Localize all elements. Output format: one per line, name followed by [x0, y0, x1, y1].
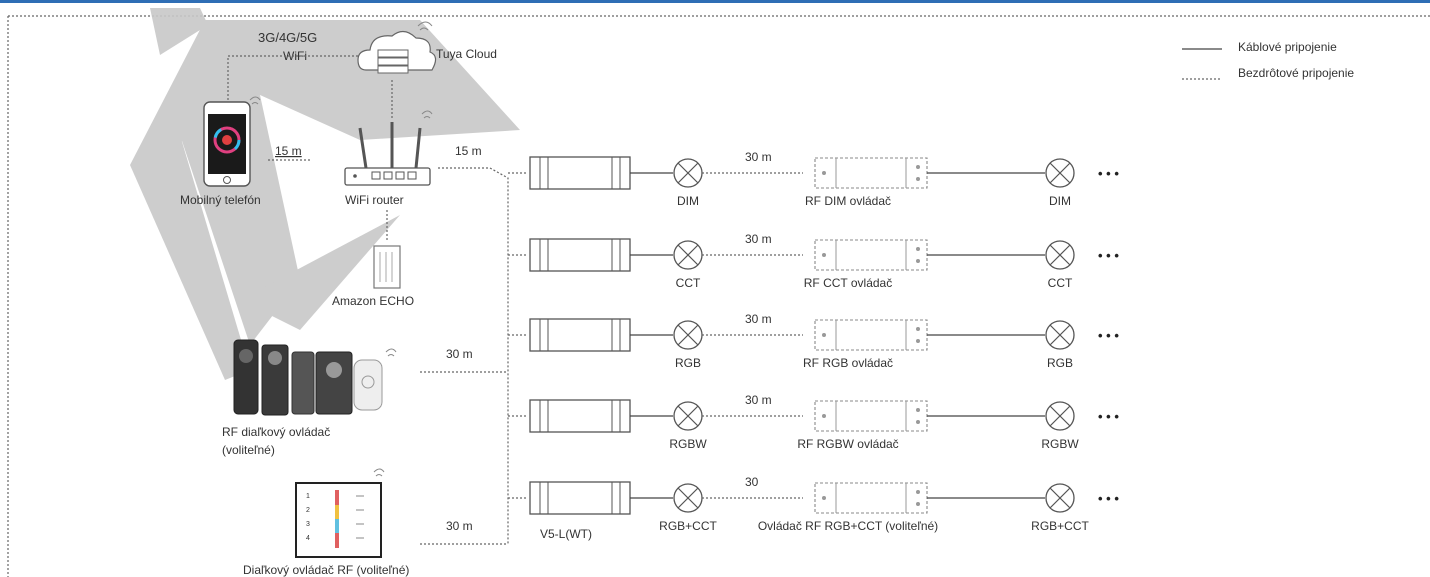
row-1-ellipsis: • • •	[1098, 166, 1119, 181]
row-5-lamp1-icon-x2	[677, 487, 699, 509]
row-4-lamp1-label: RGBW	[669, 437, 707, 451]
row-3-ellipsis: • • •	[1098, 328, 1119, 343]
phone-cloud-link	[227, 55, 362, 100]
row-3-lamp2-label: RGB	[1047, 356, 1073, 370]
wall-key-3: 3	[306, 521, 310, 528]
row-2-controller-box	[814, 239, 928, 271]
rf-remote-label-2: (voliteľné)	[222, 443, 275, 457]
row-4-controller-dot-left	[822, 414, 826, 418]
row-5-controller-label: Ovládač RF RGB+CCT (voliteľné)	[758, 519, 938, 533]
row-3-controller-dot-left	[822, 333, 826, 337]
row-3-receiver-box	[529, 318, 631, 352]
wall-key-2: 2	[306, 507, 310, 514]
echo-label: Amazon ECHO	[332, 294, 414, 308]
row-5-lamp2-label: RGB+CCT	[1031, 519, 1089, 533]
row-1-controller-dot-r1	[916, 165, 920, 169]
row-2-controller-label: RF CCT ovládač	[804, 276, 892, 290]
router-icon	[344, 110, 433, 186]
row-2-controller-dot-left	[822, 253, 826, 257]
echo-icon	[373, 245, 401, 289]
row-3-controller-label: RF RGB ovládač	[803, 356, 893, 370]
row-1-controller-label: RF DIM ovládač	[805, 194, 891, 208]
top-accent-bar	[0, 0, 1430, 3]
row-4-controller-label: RF RGBW ovládač	[797, 437, 898, 451]
row-1-lamp1-label: DIM	[677, 194, 699, 208]
row-4-ellipsis: • • •	[1098, 409, 1119, 424]
row-3-distance-label: 30 m	[745, 312, 772, 326]
row-2-ellipsis: • • •	[1098, 248, 1119, 263]
row-4-lamp1-icon-x2	[677, 405, 699, 427]
wall-key-4: 4	[306, 535, 310, 542]
row-1-lamp1-icon-x2	[677, 162, 699, 184]
row-2-lamp1-icon-x2	[677, 244, 699, 266]
rf-remote-distance: 30 m	[446, 347, 473, 361]
row-3-controller-box	[814, 319, 928, 351]
phone-router-distance: 15 m	[275, 144, 302, 158]
row-5-controller-dot-r1	[916, 490, 920, 494]
row-5-ellipsis: • • •	[1098, 491, 1119, 506]
rf-remote-label-1: RF diaľkový ovládač	[222, 425, 330, 439]
row-1-controller-box	[814, 157, 928, 189]
row-5-lamp2-icon-x2	[1049, 487, 1071, 509]
row-3-controller-dot-r1	[916, 327, 920, 331]
legend-wired-label: Káblové pripojenie	[1238, 40, 1337, 54]
row-3-lamp2-icon-x2	[1049, 324, 1071, 346]
row-4-receiver-box	[529, 399, 631, 433]
row-3-lamp1-icon-x2	[677, 324, 699, 346]
row-2-lamp1-label: CCT	[676, 276, 701, 290]
wall-remote-label: Diaľkový ovládač RF (voliteľné)	[243, 563, 409, 577]
row-3-controller-dot-r2	[916, 339, 920, 343]
row-2-receiver-box	[529, 238, 631, 272]
row-4-lamp2-icon-x2	[1049, 405, 1071, 427]
row-4-controller-box	[814, 400, 928, 432]
rf-remotes-icon	[233, 339, 397, 416]
row-2-controller-dot-r2	[916, 259, 920, 263]
row-5-controller-dot-left	[822, 496, 826, 500]
row-1-controller-dot-left	[822, 171, 826, 175]
row-2-lamp2-label: CCT	[1048, 276, 1073, 290]
bus-line	[489, 167, 509, 544]
device-rows: DIM 30 m RF DIM ovládač DIM • • • CCT 30 m RF C…	[508, 150, 1119, 533]
network-label: 3G/4G/5G	[258, 30, 317, 45]
phone-label: Mobilný telefón	[180, 193, 261, 207]
row-4-controller-dot-r2	[916, 420, 920, 424]
row-5-lamp1-label: RGB+CCT	[659, 519, 717, 533]
row-2-controller-dot-r1	[916, 247, 920, 251]
router-label: WiFi router	[345, 193, 404, 207]
row-5-controller-dot-r2	[916, 502, 920, 506]
row-2-lamp2-icon-x2	[1049, 244, 1071, 266]
row-1-controller-dot-r2	[916, 177, 920, 181]
cloud-label: Tuya Cloud	[436, 47, 497, 61]
row-1-lamp2-label: DIM	[1049, 194, 1071, 208]
router-bus-distance: 15 m	[455, 144, 482, 158]
row-2-distance-label: 30 m	[745, 232, 772, 246]
device-model-label: V5-L(WT)	[540, 527, 592, 541]
legend-wireless-label: Bezdrôtové pripojenie	[1238, 66, 1354, 80]
phone-icon	[203, 96, 261, 187]
row-4-controller-dot-r1	[916, 408, 920, 412]
wall-remote-icon	[295, 468, 385, 558]
row-4-lamp2-label: RGBW	[1041, 437, 1079, 451]
row-4-distance-label: 30 m	[745, 393, 772, 407]
row-5-distance-label: 30	[745, 475, 759, 489]
wifi-label: WiFi	[283, 49, 307, 63]
cloud-icon	[357, 21, 437, 74]
row-1-lamp2-icon-x2	[1049, 162, 1071, 184]
row-5-receiver-box	[529, 481, 631, 515]
wall-remote-distance: 30 m	[446, 519, 473, 533]
wall-key-1: 1	[306, 493, 310, 500]
legend: Káblové pripojenie Bezdrôtové pripojenie	[1182, 40, 1354, 80]
row-5-controller-box	[814, 482, 928, 514]
row-1-receiver-box	[529, 156, 631, 190]
row-3-lamp1-label: RGB	[675, 356, 701, 370]
row-1-distance-label: 30 m	[745, 150, 772, 164]
